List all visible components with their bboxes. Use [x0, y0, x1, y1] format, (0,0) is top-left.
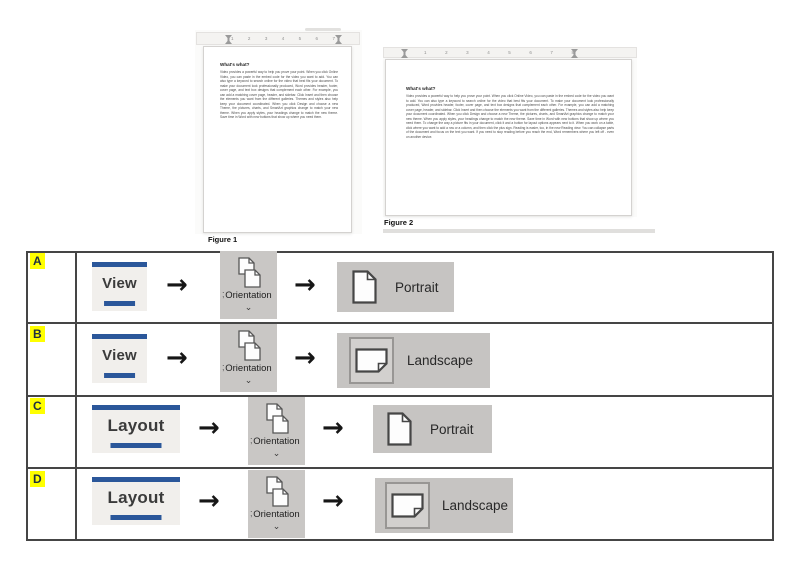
flow-arrow: →	[322, 486, 344, 516]
layout-tab-button[interactable]: Layout	[92, 405, 180, 453]
orientation-button[interactable]: Orientation ⌄ ;	[248, 397, 305, 465]
tab-label: View	[102, 346, 137, 364]
figure2-ruler: 1 2 3 4 5 6 7 8	[383, 47, 637, 58]
selected-gallery-frame	[385, 482, 430, 529]
tab-accent-bar	[92, 405, 180, 410]
selected-gallery-frame	[349, 337, 394, 384]
figure1-ruler-numbers: 1 2 3 4 5 6 7	[231, 36, 335, 41]
landscape-page-icon	[391, 493, 424, 518]
chevron-down-icon: ⌄	[244, 302, 253, 313]
chevron-down-icon: ⌄	[272, 448, 281, 459]
orientation-label: Orientation	[253, 436, 300, 447]
tab-label: View	[102, 274, 137, 292]
landscape-page-icon	[355, 348, 388, 373]
figure2-ruler-numbers: 1 2 3 4 5 6 7 8	[424, 50, 574, 55]
orientation-label: Orientation	[225, 363, 272, 374]
indent-marker-icon[interactable]	[335, 35, 342, 44]
chevron-down-icon: ⌄	[272, 521, 281, 532]
screenshot-edge-strip	[383, 229, 655, 233]
table-column-divider	[75, 251, 77, 541]
flow-arrow: →	[294, 270, 316, 300]
table-row-divider	[26, 395, 774, 397]
figure1-caption: Figure 1	[208, 235, 238, 244]
orientation-button[interactable]: Orientation ⌄ ;	[220, 324, 277, 392]
tab-underline-bar	[103, 301, 136, 306]
orientation-label: Orientation	[253, 509, 300, 520]
option-letter-c[interactable]: C	[30, 398, 45, 415]
flow-arrow: →	[166, 270, 188, 300]
option-letter-d[interactable]: D	[30, 471, 45, 488]
figure2-document-page: What's what? Video provides a powerful w…	[385, 59, 632, 216]
orientation-pages-icon	[237, 257, 261, 288]
tab-accent-bar	[92, 262, 147, 267]
orientation-label: Orientation	[225, 290, 272, 301]
tab-accent-bar	[92, 477, 180, 482]
landscape-label: Landscape	[407, 353, 474, 368]
portrait-page-icon	[352, 270, 377, 304]
flow-arrow: →	[322, 413, 344, 443]
orientation-pages-icon	[237, 330, 261, 361]
flow-arrow: →	[294, 343, 316, 373]
document-heading: What's what?	[406, 86, 436, 91]
ribbon-edge-fragment: ;	[222, 289, 225, 299]
table-row-divider	[26, 322, 774, 324]
option-letter-b[interactable]: B	[30, 326, 45, 343]
figure1-document-page: What's what? Video provides a powerful w…	[203, 46, 352, 233]
orientation-button[interactable]: Orientation ⌄ ;	[248, 470, 305, 538]
orientation-button[interactable]: Orientation ⌄ ;	[220, 251, 277, 319]
tab-accent-bar	[92, 334, 147, 339]
document-body-text: Video provides a powerful way to help yo…	[220, 70, 338, 120]
portrait-page-icon	[387, 412, 412, 446]
flow-arrow: →	[198, 486, 220, 516]
option-letter-a[interactable]: A	[30, 253, 45, 270]
portrait-label: Portrait	[395, 279, 439, 295]
orientation-pages-icon	[265, 476, 289, 507]
flow-arrow: →	[198, 413, 220, 443]
tab-underline-bar	[103, 373, 136, 378]
ribbon-edge-fragment: ;	[250, 508, 253, 518]
tab-underline-bar	[110, 515, 162, 520]
indent-marker-icon[interactable]	[571, 49, 578, 58]
document-body-text: Video provides a powerful way to help yo…	[406, 94, 614, 139]
tab-label: Layout	[107, 487, 165, 507]
landscape-option-button[interactable]: Landscape	[375, 478, 513, 533]
view-tab-button[interactable]: View	[92, 334, 147, 383]
chevron-down-icon: ⌄	[244, 375, 253, 386]
figure2-caption: Figure 2	[384, 218, 414, 227]
document-heading: What's what?	[220, 62, 250, 67]
figure1-ruler: 1 2 3 4 5 6 7	[196, 32, 360, 45]
portrait-option-button[interactable]: Portrait	[337, 262, 454, 312]
tab-label: Layout	[107, 415, 165, 435]
tab-underline-bar	[110, 443, 162, 448]
portrait-label: Portrait	[430, 421, 474, 437]
landscape-label: Landscape	[442, 498, 509, 513]
window-chrome-smudge	[305, 28, 341, 31]
ribbon-edge-fragment: ;	[222, 362, 225, 372]
orientation-pages-icon	[265, 403, 289, 434]
ribbon-edge-fragment: ;	[250, 435, 253, 445]
indent-marker-icon[interactable]	[401, 49, 408, 58]
figure1-screenshot: 1 2 3 4 5 6 7 What's what? Video provide…	[195, 28, 362, 234]
table-row-divider	[26, 467, 774, 469]
view-tab-button[interactable]: View	[92, 262, 147, 311]
figure2-screenshot: 1 2 3 4 5 6 7 8 What's what? Video provi…	[383, 47, 637, 217]
layout-tab-button[interactable]: Layout	[92, 477, 180, 525]
indent-marker-icon[interactable]	[225, 35, 232, 44]
flow-arrow: →	[166, 343, 188, 373]
landscape-option-button[interactable]: Landscape	[337, 333, 490, 388]
portrait-option-button[interactable]: Portrait	[373, 405, 492, 453]
